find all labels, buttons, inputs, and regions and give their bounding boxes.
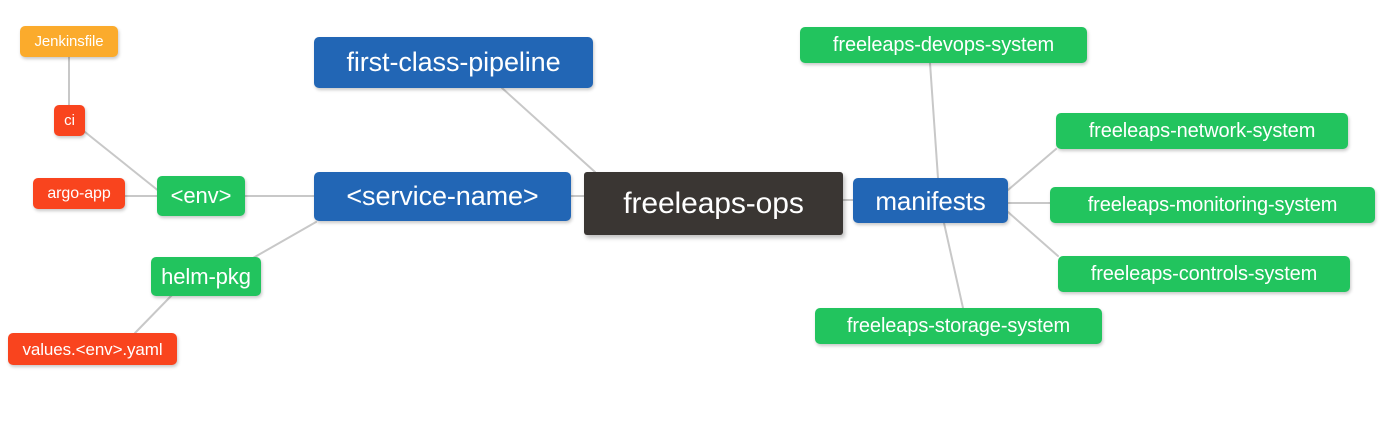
node-ci[interactable]: ci	[54, 105, 85, 136]
node-jenkinsfile[interactable]: Jenkinsfile	[20, 26, 118, 57]
node-network[interactable]: freeleaps-network-system	[1056, 113, 1348, 149]
edge-manifests-to-network	[1007, 148, 1057, 191]
node-service[interactable]: <service-name>	[314, 172, 571, 221]
edge-service-to-helmpkg	[252, 221, 317, 259]
node-root[interactable]: freeleaps-ops	[584, 172, 843, 235]
node-helmpkg[interactable]: helm-pkg	[151, 257, 261, 296]
node-manifests[interactable]: manifests	[853, 178, 1008, 223]
node-monitoring[interactable]: freeleaps-monitoring-system	[1050, 187, 1375, 223]
edge-manifests-to-devops	[929, 62, 939, 179]
node-valuesyaml[interactable]: values.<env>.yaml	[8, 333, 177, 365]
node-controls[interactable]: freeleaps-controls-system	[1058, 256, 1350, 292]
node-storage[interactable]: freeleaps-storage-system	[815, 308, 1102, 344]
edge-pipeline-to-root	[501, 87, 596, 173]
node-devops[interactable]: freeleaps-devops-system	[800, 27, 1087, 63]
node-env[interactable]: <env>	[157, 176, 245, 216]
node-argoapp[interactable]: argo-app	[33, 178, 125, 209]
edge-manifests-to-storage	[943, 222, 964, 309]
node-pipeline[interactable]: first-class-pipeline	[314, 37, 593, 88]
edge-helmpkg-to-valuesyaml	[134, 294, 173, 334]
